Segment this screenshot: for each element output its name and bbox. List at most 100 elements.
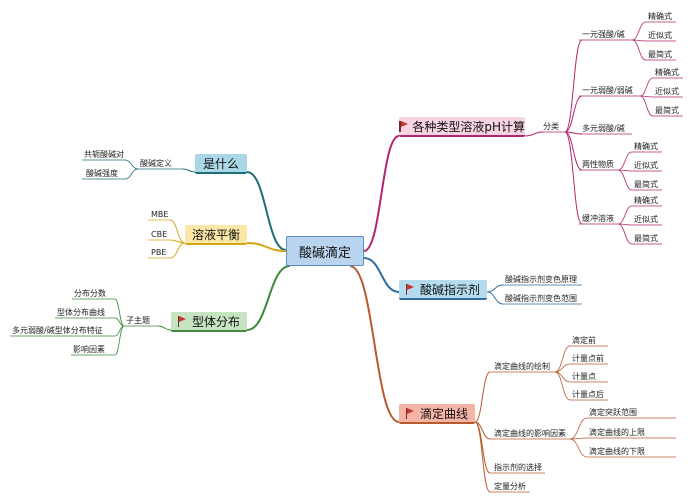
connector-line (363, 135, 400, 252)
connector-line (569, 417, 588, 440)
central-topic[interactable]: 酸碱滴定 (286, 236, 364, 266)
calc-sub-simple: 最简式 (634, 180, 658, 189)
flag-icon (405, 407, 416, 419)
branch-species-distribution-label: 型体分布 (191, 314, 240, 329)
eq-item-cbe: CBE (151, 230, 168, 239)
connector-line (554, 363, 571, 373)
branch-titration-curve[interactable]: 滴定曲线 (399, 404, 475, 424)
connector-line (554, 371, 571, 401)
connector-line (617, 205, 633, 225)
branch-indicator[interactable]: 酸碱指示剂 (399, 280, 487, 300)
connector-line (246, 242, 287, 252)
connector-line (349, 265, 400, 423)
connector-line (524, 131, 544, 137)
curve-item: 指示剂的选择 (494, 463, 542, 472)
calc-sub-approx: 近似式 (655, 87, 679, 96)
connector-line (246, 265, 291, 331)
connector-line (639, 95, 654, 117)
connector-line (554, 345, 571, 373)
curve-factor-sub: 滴定曲线的下限 (589, 447, 645, 456)
flag-icon (399, 120, 408, 132)
connector-line (474, 421, 491, 493)
dist-item: 影响因素 (73, 345, 105, 354)
connector-line (124, 159, 139, 170)
calc-sub-approx: 近似式 (648, 31, 672, 40)
connector-line (564, 95, 583, 133)
connector-line (564, 131, 583, 171)
connector-line (474, 371, 491, 423)
curve-factor-sub: 滴定突跃范围 (589, 408, 637, 417)
what-def-label: 酸碱定义 (140, 159, 172, 168)
branch-what-is-label: 是什么 (202, 156, 239, 171)
connector-line (639, 95, 654, 98)
connector-line (114, 325, 125, 356)
branch-ph-calc-label: 各种类型溶液pH计算 (412, 119, 525, 134)
connector-line (363, 257, 400, 293)
curve-draw-sub: 计量点后 (572, 390, 604, 399)
what-item: 酸碱强度 (86, 169, 118, 178)
curve-factor-sub: 滴定曲线的上限 (589, 428, 645, 437)
calc-sub-exact: 精确式 (655, 68, 679, 77)
branch-indicator-label: 酸碱指示剂 (419, 282, 480, 297)
connector-line (617, 223, 633, 245)
connector-line (486, 291, 504, 305)
indicator-item: 酸碱指示剂变色原理 (505, 275, 577, 284)
connector-line (169, 242, 186, 259)
eq-item-mbe: MBE (151, 210, 169, 219)
calc-group-label: 分类 (543, 122, 559, 131)
calc-sub-approx: 近似式 (634, 215, 658, 224)
connector-line (486, 284, 504, 293)
flag-icon (177, 315, 188, 327)
what-item: 共轭酸碱对 (84, 150, 124, 159)
calc-sub-simple: 最简式 (648, 50, 672, 59)
connector-line (569, 438, 588, 458)
branch-solution-equilibrium-label: 溶液平衡 (191, 227, 240, 242)
connector-line (182, 168, 196, 173)
connector-line (631, 21, 647, 41)
branch-ph-calc[interactable]: 各种类型溶液pH计算 (399, 117, 525, 137)
central-topic-label: 酸碱滴定 (298, 245, 351, 261)
calc-item-strong: 一元强酸/碱 (582, 30, 625, 39)
curve-draw-sub: 计量点前 (572, 354, 604, 363)
connector-line (617, 151, 633, 171)
eq-item-pbe: PBE (151, 248, 167, 257)
calc-item-amphoteric: 两性物质 (582, 160, 614, 169)
connector-line (169, 219, 186, 244)
curve-factors-label: 滴定曲线的影响因素 (494, 429, 566, 438)
calc-item-polyprotic: 多元弱酸/碱 (582, 124, 625, 133)
calc-sub-simple: 最简式 (655, 106, 679, 115)
branch-titration-curve-label: 滴定曲线 (419, 406, 468, 421)
calc-sub-exact: 精确式 (648, 12, 672, 21)
calc-sub-exact: 精确式 (634, 142, 658, 151)
dist-item: 分布分数 (74, 289, 106, 298)
connector-line (617, 169, 633, 191)
connector-line (564, 39, 583, 133)
calc-item-weak: 一元弱酸/弱碱 (582, 86, 633, 95)
dist-item: 多元弱酸/碱型体分布特征 (12, 326, 103, 335)
connector-line (114, 298, 125, 327)
curve-item: 定量分析 (494, 482, 526, 491)
calc-sub-approx: 近似式 (634, 161, 658, 170)
indicator-item: 酸碱指示剂变色范围 (505, 294, 577, 303)
dist-sub-label: 子主题 (126, 316, 150, 325)
branch-what-is[interactable]: 是什么 (195, 154, 247, 174)
connector-line (124, 168, 139, 180)
connector-line (564, 131, 583, 225)
connector-line (114, 317, 125, 327)
curve-draw-sub: 滴定前 (572, 336, 596, 345)
calc-item-buffer: 缓冲溶液 (582, 214, 614, 223)
connector-line (631, 39, 647, 61)
branch-solution-equilibrium[interactable]: 溶液平衡 (185, 225, 247, 245)
dist-item: 型体分布曲线 (57, 308, 105, 317)
flag-icon (405, 283, 416, 295)
calc-sub-exact: 精确式 (634, 196, 658, 205)
curve-draw-label: 滴定曲线的绘制 (494, 362, 550, 371)
connector-line (639, 77, 654, 97)
curve-draw-sub: 计量点 (572, 372, 596, 381)
connector-line (246, 171, 287, 251)
connector-line (157, 325, 172, 331)
branch-species-distribution[interactable]: 型体分布 (171, 312, 247, 332)
calc-sub-simple: 最简式 (634, 234, 658, 243)
